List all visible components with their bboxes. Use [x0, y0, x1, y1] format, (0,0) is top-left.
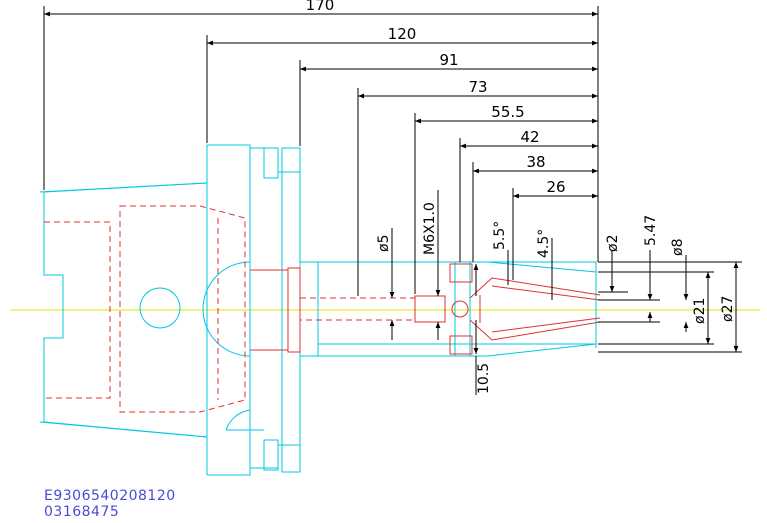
tool-outline — [39, 144, 597, 476]
feature-labels: ø5 M6X1.0 5.5° 4.5° ø2 5.47 ø8 ø21 ø27 1… — [376, 202, 736, 394]
label-dia-mid: ø21 — [692, 298, 708, 324]
dim-42: 42 — [520, 128, 539, 146]
dim-26: 26 — [546, 178, 565, 196]
part-code-line-1: E9306540208120 — [44, 488, 176, 504]
label-thread: M6X1.0 — [422, 202, 438, 255]
hidden-features — [44, 205, 601, 413]
label-angle-inner: 4.5° — [536, 229, 552, 258]
dim-91: 91 — [439, 51, 458, 69]
dim-55-5: 55.5 — [491, 103, 524, 121]
length-dimension-labels: 170 120 91 73 55.5 42 38 26 — [306, 0, 566, 196]
dim-170: 170 — [306, 0, 335, 14]
label-tip-bore: ø2 — [605, 235, 621, 252]
dim-73: 73 — [468, 78, 487, 96]
length-dimension-lines — [44, 11, 598, 199]
extension-lines — [43, 6, 599, 296]
label-bore-dia: ø5 — [376, 235, 392, 252]
part-code-line-2: 03168475 — [44, 504, 120, 520]
dim-120: 120 — [388, 25, 417, 43]
label-dia-small: ø8 — [670, 239, 686, 256]
part-codes: E9306540208120 03168475 — [44, 488, 176, 520]
dim-38: 38 — [526, 153, 545, 171]
label-dia-large: ø27 — [720, 296, 736, 322]
label-angle-outer: 5.5° — [492, 221, 508, 250]
label-offset: 5.47 — [643, 215, 659, 246]
feature-dimension-lines — [389, 190, 742, 395]
label-gap: 10.5 — [476, 363, 492, 394]
